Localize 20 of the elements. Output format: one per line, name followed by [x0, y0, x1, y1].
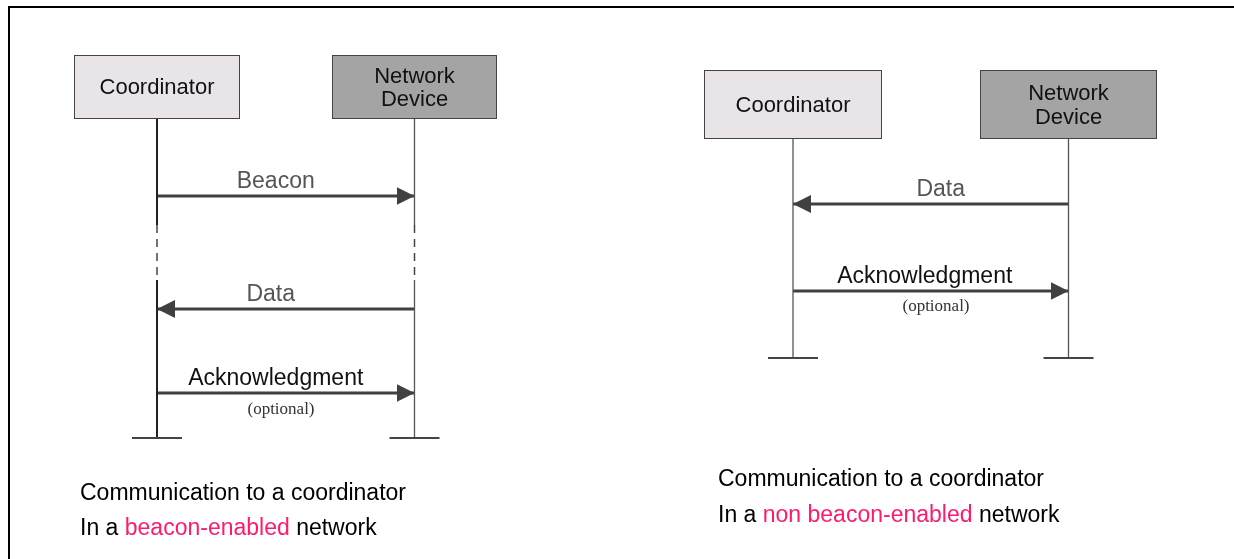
note-text: (optional) [247, 400, 315, 417]
participant-name: Network Device [373, 63, 456, 111]
caption-text: Communication to a coordinator [80, 481, 406, 504]
message-arrow [793, 282, 1069, 300]
message-label: Acknowledgment [837, 264, 1013, 287]
message-label: Data [916, 177, 966, 200]
participant-name: Network Device [1027, 81, 1110, 128]
message-arrow [793, 195, 1069, 213]
message-arrow [157, 384, 415, 402]
message-arrow [157, 187, 415, 205]
caption-text: Communication to a coordinator [718, 467, 1044, 490]
participant-name: Coordinator [735, 92, 851, 117]
message-label: Beacon [236, 169, 315, 192]
message-arrow [157, 300, 415, 318]
message-label: Data [246, 282, 296, 305]
caption-text: In a non beacon-enabled network [718, 503, 1060, 526]
message-label: Acknowledgment [188, 366, 364, 389]
caption-text: In a beacon-enabled network [80, 516, 377, 539]
participant-name: Coordinator [99, 75, 215, 99]
note-text: (optional) [902, 297, 970, 314]
